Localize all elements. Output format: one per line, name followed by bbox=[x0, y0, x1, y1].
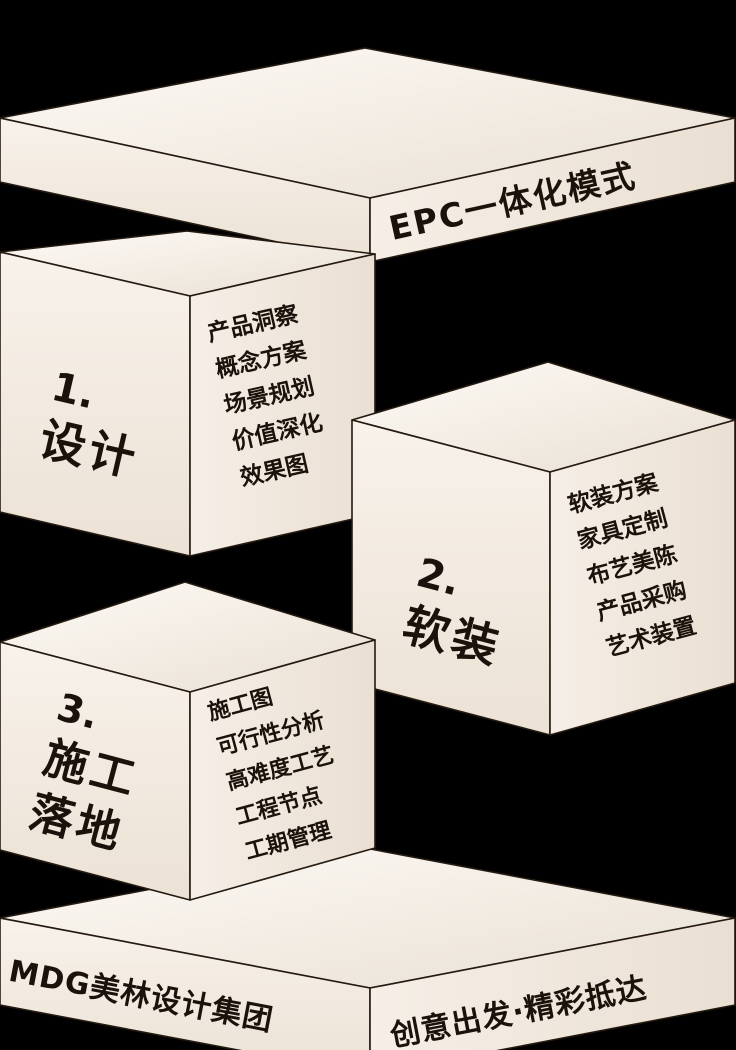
footer-slab-front-right-face bbox=[369, 917, 736, 1050]
box2-right-face bbox=[549, 419, 736, 736]
footer-slab-front-left-face bbox=[0, 917, 371, 1050]
header-slab-front-right-face bbox=[369, 117, 736, 263]
box3-right-face bbox=[189, 639, 376, 901]
